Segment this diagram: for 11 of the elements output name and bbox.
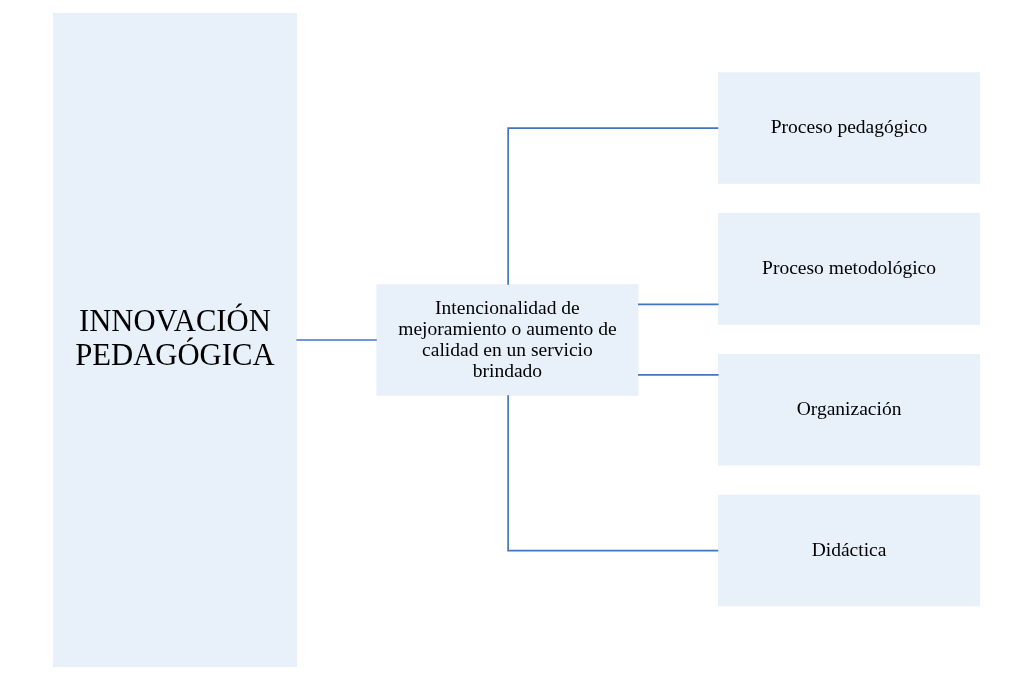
node-box: Didáctica [717,494,980,607]
node-box: Organización [717,353,980,466]
node-box: Intencionalidad de mejoramiento o aumento de calidad en un servicio brindado [375,284,638,396]
connector [506,394,719,552]
connector [506,127,719,286]
node-box: INNOVACIÓN PEDAGÓGICA [52,13,297,667]
node-box: Proceso pedagógico [717,72,980,184]
connector [295,339,378,341]
connector [636,303,719,306]
connector [636,374,719,376]
node-box: Proceso metodológico [717,213,980,325]
